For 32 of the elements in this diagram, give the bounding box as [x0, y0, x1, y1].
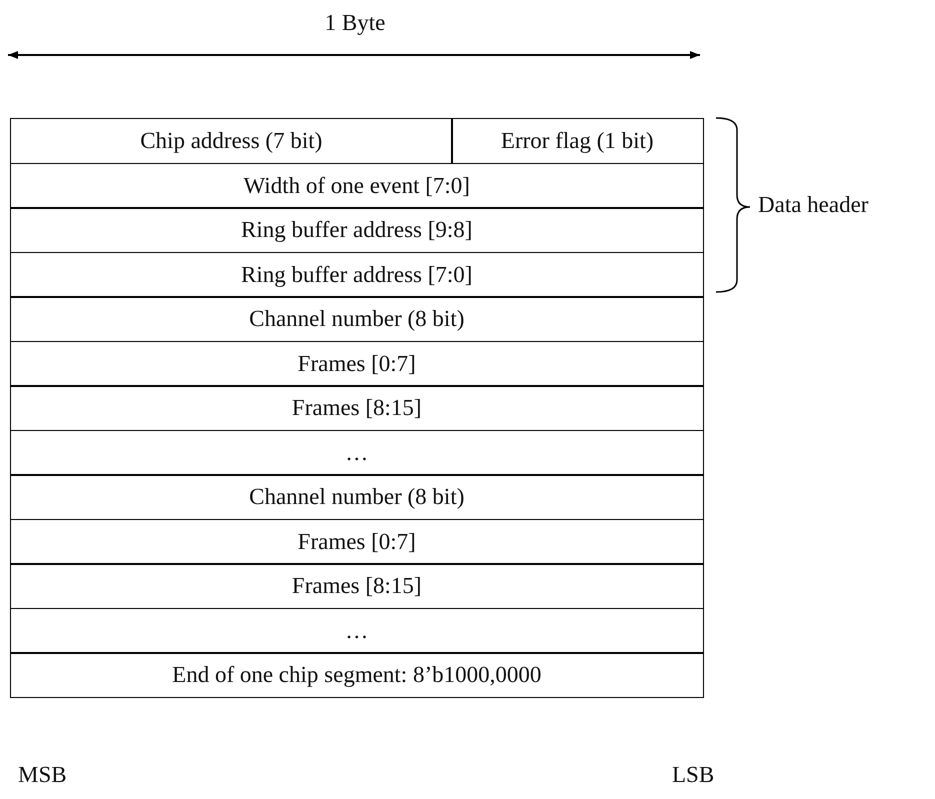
table-cell [10, 430, 704, 476]
field-label: … [345, 618, 368, 644]
table-cell [10, 118, 452, 164]
field-label: Channel number (8 bit) [249, 306, 464, 332]
field-label: Frames [8:15] [292, 395, 422, 421]
bit-order-label: LSB [672, 762, 714, 788]
table-cell [10, 385, 704, 431]
field-label: Channel number (8 bit) [249, 484, 464, 510]
field-label: … [345, 440, 368, 466]
table-cell [10, 474, 704, 520]
field-label: Frames [0:7] [298, 528, 416, 554]
field-label: Error flag (1 bit) [500, 128, 654, 154]
field-label: Frames [0:7] [298, 350, 416, 376]
table-cell [10, 563, 704, 609]
table-cell [10, 340, 704, 386]
dimension-label: 1 Byte [324, 10, 386, 36]
field-label: Ring buffer address [7:0] [241, 262, 472, 288]
table-cell [10, 518, 704, 564]
table-cell [10, 608, 704, 654]
table-cell [10, 652, 704, 698]
field-label: Chip address (7 bit) [140, 128, 322, 154]
field-label: Width of one event [7:0] [244, 172, 470, 198]
field-label: Frames [8:15] [292, 573, 422, 599]
field-label: End of one chip segment: 8’b1000,0000 [172, 662, 542, 688]
table-cell [10, 252, 704, 298]
table-cell [10, 162, 704, 208]
field-label: Ring buffer address [9:8] [241, 217, 472, 243]
table-cell [10, 296, 704, 342]
table-cell [451, 118, 704, 164]
bit-order-label: MSB [18, 762, 67, 788]
table-cell [10, 207, 704, 253]
brace-label: Data header [758, 192, 868, 218]
